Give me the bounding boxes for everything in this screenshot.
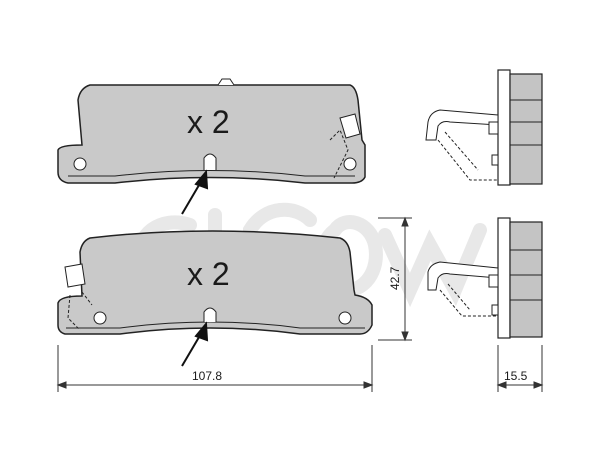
top-side-backplate	[497, 69, 511, 186]
top-quantity-label: x 2	[187, 104, 230, 140]
top-arrow-head	[194, 169, 209, 190]
top-brake-pad: x 2	[57, 78, 366, 184]
width-arrow-right	[363, 381, 374, 389]
width-arrow-left	[56, 381, 67, 389]
bottom-side-friction	[509, 221, 543, 338]
top-side-friction	[509, 73, 543, 185]
bottom-pad-friction	[57, 230, 373, 335]
bottom-side-clip	[427, 261, 499, 291]
thickness-dimension-value: 15.5	[504, 369, 528, 383]
bottom-side-lug	[491, 304, 499, 316]
top-pad-backplate-line	[68, 170, 355, 177]
bottom-pad-left-hole	[93, 311, 107, 325]
top-side-lug	[491, 154, 499, 166]
bottom-pad-center-marker	[203, 307, 217, 322]
bottom-pad-right-hole	[338, 311, 352, 325]
bottom-side-backplate	[497, 217, 511, 339]
height-dimension	[378, 216, 412, 342]
bottom-brake-pad: x 2	[57, 230, 373, 335]
height-dimension-value: 42.7	[388, 266, 402, 290]
bottom-side-dashed-spring	[439, 283, 498, 317]
bottom-arrow-head	[194, 321, 209, 342]
top-pad-wear-indicator	[339, 113, 361, 139]
top-side-view	[425, 69, 543, 186]
bottom-side-view	[427, 217, 543, 339]
top-pad-right-hole	[343, 157, 357, 171]
top-pad-notch	[217, 78, 235, 86]
bottom-pad-wear-indicator	[64, 263, 86, 288]
thickness-arrow-right	[533, 381, 544, 389]
top-side-clip	[425, 109, 499, 141]
bottom-quantity-label: x 2	[187, 256, 230, 292]
top-pad-dashed-clip	[329, 129, 349, 179]
top-pad-center-marker	[203, 153, 217, 170]
arrows	[181, 169, 209, 367]
thickness-dimension	[496, 345, 544, 392]
top-side-dashed-spring	[437, 131, 498, 181]
width-dimension-value: 107.8	[192, 369, 222, 383]
bottom-side-tab	[488, 274, 499, 288]
width-dimension	[56, 345, 374, 392]
height-arrow-bottom	[401, 331, 409, 342]
top-pad-friction	[57, 84, 366, 184]
top-side-tab	[488, 121, 499, 135]
bottom-pad-dashed-clip	[67, 291, 93, 331]
height-arrow-top	[401, 216, 409, 227]
thickness-arrow-left	[496, 381, 507, 389]
top-pad-left-hole	[73, 157, 87, 171]
